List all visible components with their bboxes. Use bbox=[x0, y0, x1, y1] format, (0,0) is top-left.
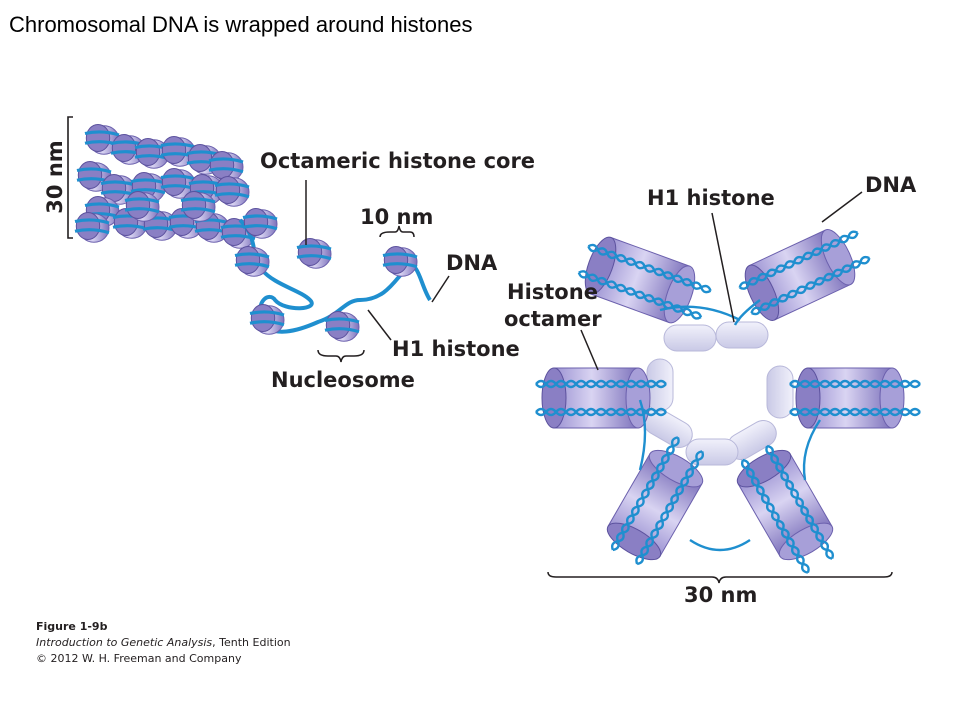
slide-title: Chromosomal DNA is wrapped around histon… bbox=[9, 12, 473, 37]
caption-book-line: Introduction to Genetic Analysis, Tenth … bbox=[36, 635, 291, 651]
caption-figure-number: Figure 1-9b bbox=[36, 620, 108, 633]
linker-dna bbox=[659, 305, 741, 322]
h1-histone-unit bbox=[766, 365, 794, 419]
caption-edition: , Tenth Edition bbox=[212, 636, 291, 649]
solenoid-nucleosome bbox=[577, 236, 712, 324]
label-h1-histone-left: H1 histone bbox=[392, 337, 520, 361]
nucleosome-bead bbox=[242, 208, 278, 239]
chromatin-fiber-30nm bbox=[74, 124, 256, 249]
label-nucleosome: Nucleosome bbox=[271, 368, 415, 392]
label-h1-histone-right: H1 histone bbox=[647, 186, 775, 210]
nucleosome-bead bbox=[382, 246, 418, 277]
leader-lines-right bbox=[547, 191, 893, 584]
label-10nm: 10 nm bbox=[360, 205, 433, 229]
solenoid-nucleosome bbox=[606, 436, 705, 566]
label-dna-left: DNA bbox=[446, 251, 498, 275]
solenoid-nucleosome bbox=[789, 367, 921, 429]
fiber-nucleosome bbox=[214, 176, 250, 207]
h1-histone-unit bbox=[715, 321, 769, 349]
solenoid-nucleosome bbox=[738, 229, 871, 321]
linker-dna bbox=[638, 399, 647, 471]
solenoid-nucleosome bbox=[535, 367, 667, 429]
label-histone: Histone bbox=[507, 280, 598, 304]
h1-histone-unit bbox=[646, 358, 674, 412]
fiber-nucleosome bbox=[124, 191, 160, 222]
caption-book-title: Introduction to Genetic Analysis bbox=[36, 636, 213, 649]
scale-bracket-left bbox=[67, 116, 73, 239]
label-dna-right: DNA bbox=[865, 173, 917, 197]
nucleosome-bead bbox=[234, 246, 270, 277]
solenoid-nucleosome bbox=[736, 444, 835, 574]
linker-dna bbox=[802, 419, 821, 481]
beads-on-string bbox=[234, 208, 432, 342]
linker-dna bbox=[689, 539, 751, 552]
scale-label-30nm-bottom: 30 nm bbox=[684, 583, 757, 607]
nucleosome-bead bbox=[324, 311, 360, 342]
figure-caption: Figure 1-9b Introduction to Genetic Anal… bbox=[36, 619, 291, 667]
fiber-nucleosome bbox=[74, 212, 110, 243]
nucleosome-bead bbox=[249, 304, 285, 335]
fiber-nucleosome bbox=[180, 191, 216, 222]
scale-label-30nm-left: 30 nm bbox=[43, 140, 67, 213]
solenoid-cross-section bbox=[535, 229, 921, 574]
label-octameric-histone-core: Octameric histone core bbox=[260, 149, 535, 173]
fiber-nucleosome bbox=[160, 136, 196, 167]
leader-lines-left bbox=[305, 180, 450, 363]
caption-copyright: © 2012 W. H. Freeman and Company bbox=[36, 652, 242, 665]
nucleosome-bead bbox=[296, 238, 332, 269]
fiber-nucleosome bbox=[208, 151, 244, 182]
h1-histone-ring bbox=[643, 321, 794, 466]
fiber-nucleosome bbox=[134, 138, 170, 169]
h1-histone-unit bbox=[663, 324, 717, 352]
linker-dna bbox=[733, 299, 761, 326]
label-octamer: octamer bbox=[504, 307, 602, 331]
